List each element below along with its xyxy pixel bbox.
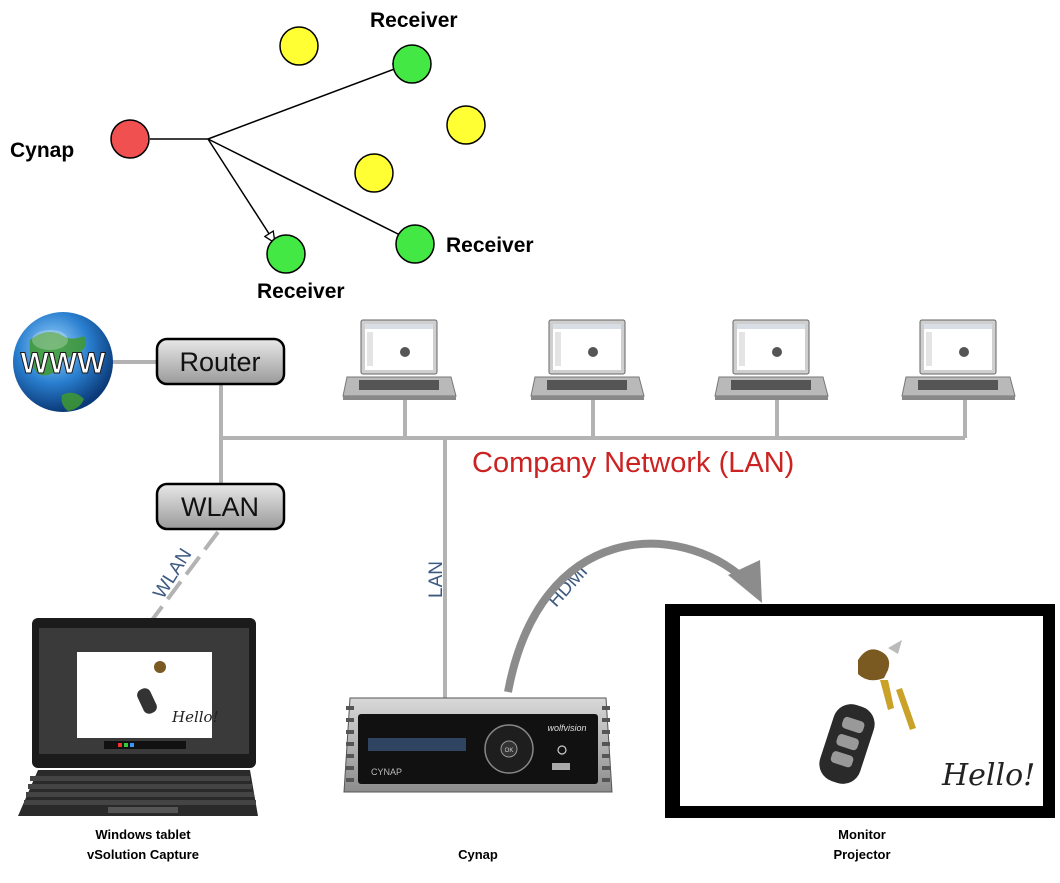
laptop-1: [342, 319, 457, 400]
receiver-label-top: Receiver: [370, 9, 458, 32]
monitor-projector: Hello! Monitor Projector: [665, 604, 1055, 862]
wlan-box: WLAN: [155, 482, 286, 531]
arrow-to-receiver-bottom: [207, 138, 276, 245]
lan-link-label: LAN: [426, 561, 447, 598]
display-label-line1: Monitor: [838, 827, 886, 842]
arrow-to-receiver-right: [207, 138, 412, 241]
cynap-source-node: [110, 119, 150, 159]
cynap-brand-logo: wolfvision: [547, 723, 586, 733]
laptop-2: [530, 319, 645, 400]
receiver-label-bottom: Receiver: [257, 280, 345, 303]
hdmi-cable-arrow: [504, 539, 748, 693]
network-cabling: [112, 360, 967, 700]
www-label: WWW: [21, 347, 107, 380]
laptop-4: [901, 319, 1016, 400]
display-hello-text: Hello!: [941, 758, 1035, 793]
idle-node: [354, 153, 394, 193]
hdmi-arrowhead: [728, 560, 762, 603]
receiver-label-right: Receiver: [446, 234, 534, 257]
cynap-device: OK wolfvision CYNAP Cynap: [343, 697, 613, 862]
arrow-to-receiver-top: [207, 63, 407, 140]
cynap-source-label: Cynap: [10, 139, 74, 162]
cynap-device-label: Cynap: [458, 847, 498, 862]
cynap-ok-label: OK: [505, 748, 514, 754]
tablet-hello-text: Hello!: [171, 708, 219, 726]
tablet-label-line1: Windows tablet: [95, 827, 191, 842]
receiver-node-bottom: [266, 234, 306, 274]
wlan-box-label: WLAN: [181, 492, 259, 522]
idle-node: [446, 105, 486, 145]
router-box: Router: [155, 337, 286, 386]
internet-globe: WWW: [13, 312, 113, 412]
receiver-node-right: [395, 224, 435, 264]
display-label-line2: Projector: [833, 847, 890, 862]
router-label: Router: [179, 347, 260, 377]
stream-topology: Cynap Receiver Receiver Receiver: [10, 9, 534, 303]
laptop-3: [714, 319, 829, 400]
windows-tablet: Hello! Windows tablet vSolution Capture: [18, 618, 258, 862]
tablet-label-line2: vSolution Capture: [87, 847, 199, 862]
receiver-node-top: [392, 44, 432, 84]
lan-caption: Company Network (LAN): [472, 447, 794, 479]
idle-node: [279, 26, 319, 66]
cynap-screen-label: CYNAP: [371, 767, 402, 777]
